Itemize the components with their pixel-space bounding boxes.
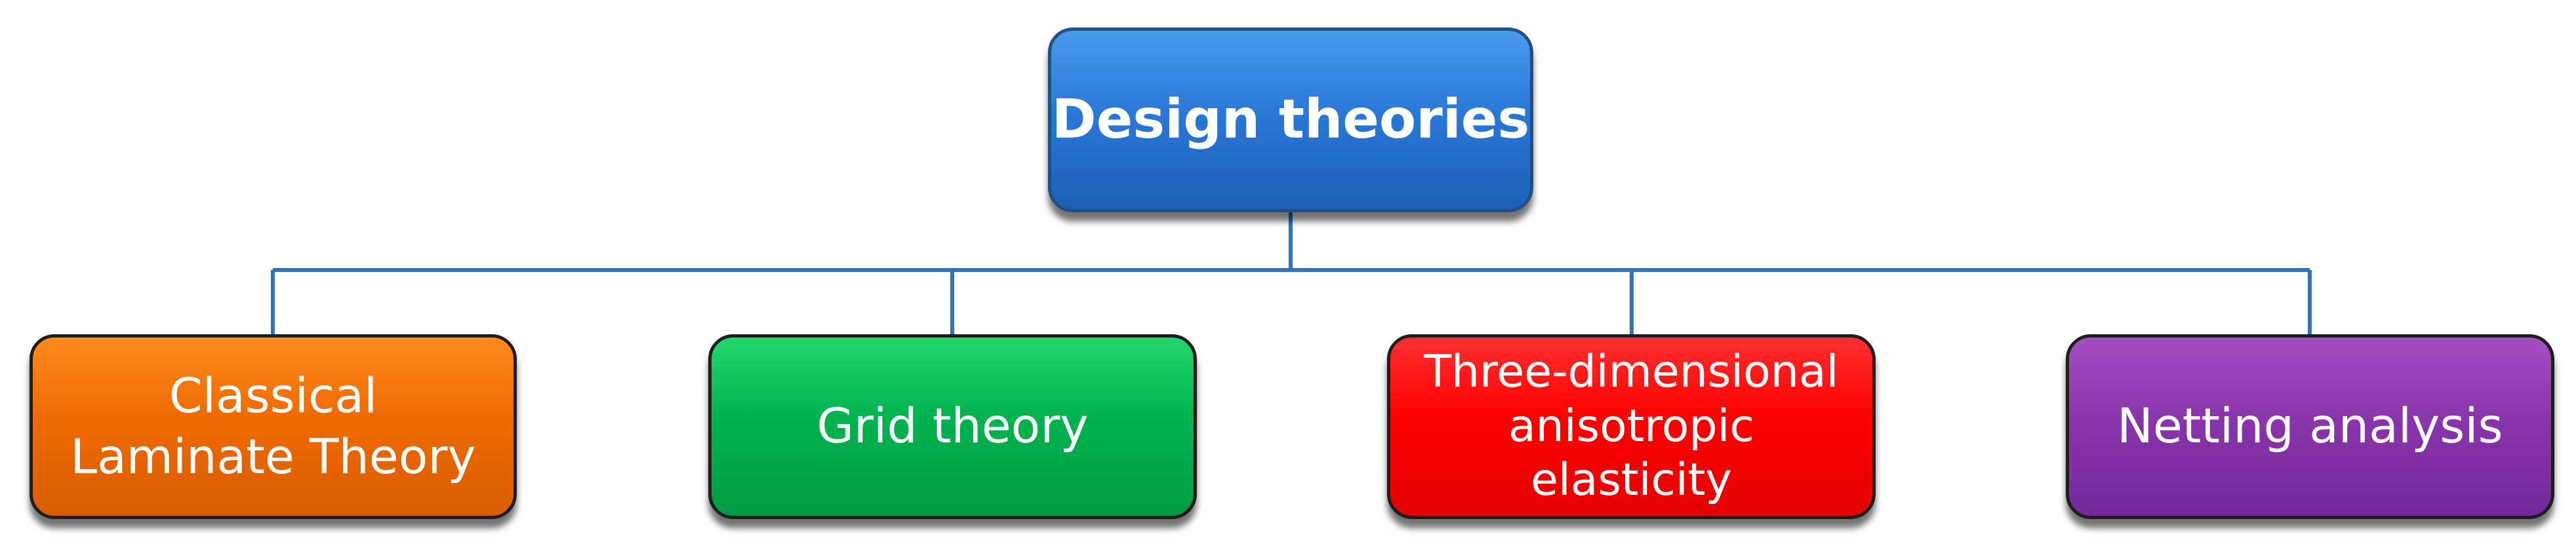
node-netting-analysis: Netting analysis bbox=[2066, 334, 2554, 519]
node-label-three-dimensional-anisotropic-elasticity: Three-dimensional anisotropic elasticity bbox=[1424, 345, 1839, 507]
node-grid-theory: Grid theory bbox=[708, 334, 1197, 519]
root-node-design-theories: Design theories bbox=[1048, 28, 1533, 212]
node-label-netting-analysis: Netting analysis bbox=[2117, 398, 2503, 455]
node-three-dimensional-anisotropic-elasticity: Three-dimensional anisotropic elasticity bbox=[1387, 334, 1876, 519]
node-label-classical-laminate-theory: Classical Laminate Theory bbox=[70, 368, 476, 485]
node-label-grid-theory: Grid theory bbox=[816, 398, 1089, 455]
node-classical-laminate-theory: Classical Laminate Theory bbox=[30, 334, 517, 519]
root-node-label: Design theories bbox=[1051, 88, 1530, 151]
